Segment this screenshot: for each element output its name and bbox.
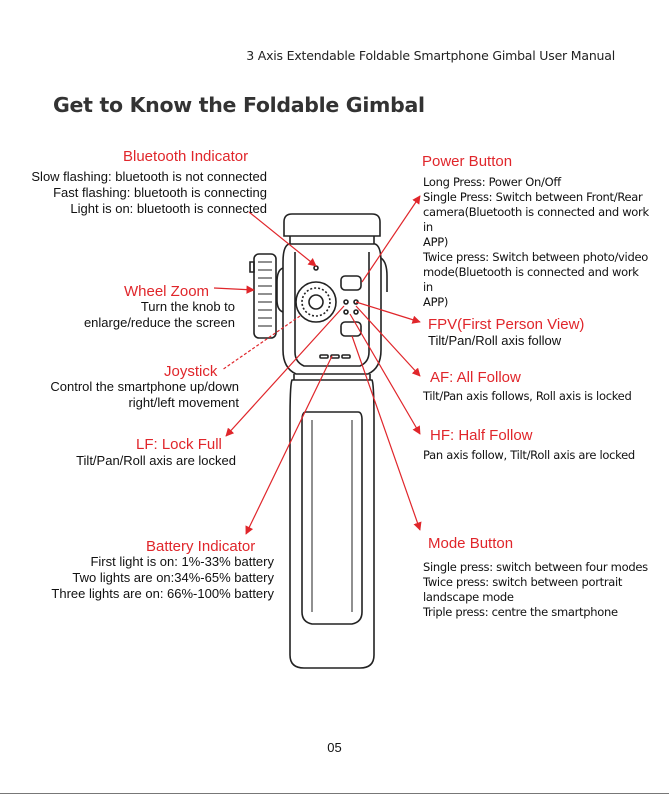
page-title: Get to Know the Foldable Gimbal [53,93,425,117]
arrow-mode [351,335,422,531]
fpv-label: FPV(First Person View) [428,316,585,333]
joystick-label: Joystick [164,363,218,380]
power-button-desc: Long Press: Power On/Off Single Press: S… [423,175,649,309]
bluetooth-indicator-desc: Slow flashing: bluetooth is not connecte… [31,169,267,216]
wheel-zoom-label: Wheel Zoom [124,283,210,300]
lock-full-label: LF: Lock Full [136,436,222,453]
arrow-wheel-zoom [213,285,255,294]
callout-arrows [213,195,422,535]
arrow-joystick [221,315,301,371]
joystick-desc: Control the smartphone up/down right/lef… [50,379,239,410]
arrow-lf [225,305,345,437]
fpv-desc: Tilt/Pan/Roll axis follow [428,333,562,348]
arrow-bluetooth [248,211,317,267]
power-button-label: Power Button [422,153,513,170]
arrow-hf [349,313,421,435]
lock-full-desc: Tilt/Pan/Roll axis are locked [76,453,236,468]
bottom-divider [0,793,669,794]
wheel-zoom-desc: Turn the knob to enlarge/reduce the scre… [83,299,235,330]
battery-indicator-label: Battery Indicator [146,538,256,555]
all-follow-label: AF: All Follow [430,369,521,386]
arrow-power [361,195,421,283]
page-number: 05 [327,740,342,755]
battery-indicator-desc: First light is on: 1%-33% battery Two li… [51,554,274,601]
bluetooth-indicator-label: Bluetooth Indicator [123,148,249,165]
arrow-battery [245,355,333,535]
arrow-af [355,305,421,377]
half-follow-label: HF: Half Follow [430,427,533,444]
mode-button-label: Mode Button [428,535,514,552]
manual-header: 3 Axis Extendable Foldable Smartphone Gi… [246,48,615,63]
gimbal-body [249,213,388,669]
all-follow-desc: Tilt/Pan axis follows, Roll axis is lock… [423,389,632,403]
half-follow-desc: Pan axis follow, Tilt/Roll axis are lock… [423,448,635,462]
mode-button-desc: Single press: switch between four modes … [423,560,648,619]
arrow-fpv [355,301,421,324]
